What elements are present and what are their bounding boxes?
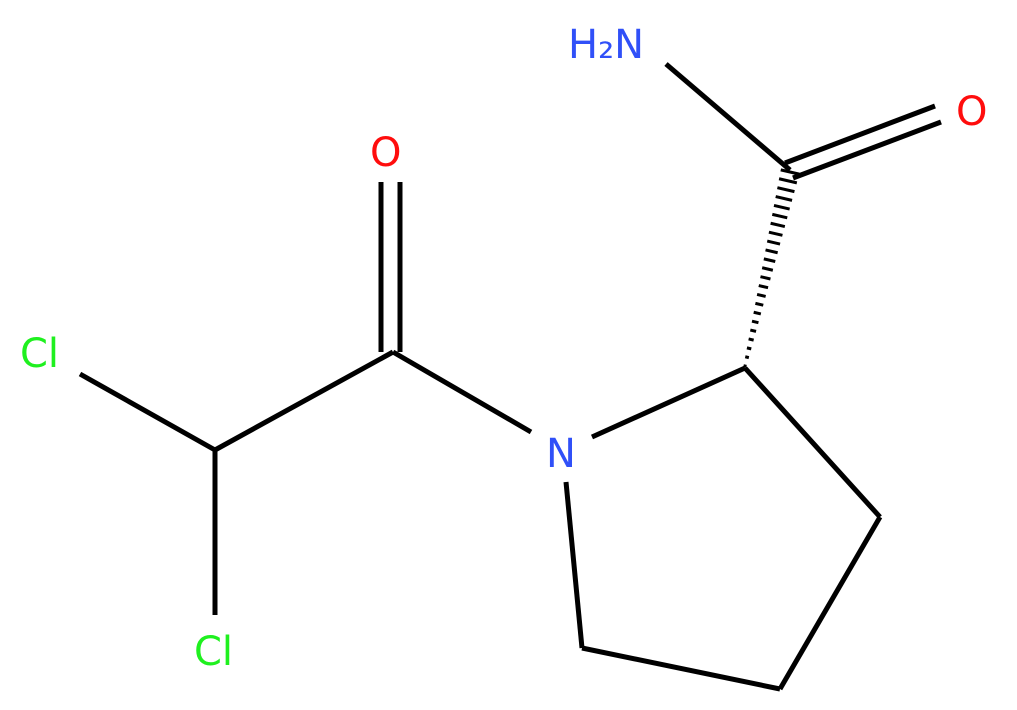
hash-stripe bbox=[780, 168, 800, 176]
hash-stripe bbox=[753, 310, 762, 316]
bond-gamma-to-delta-carbon bbox=[581, 645, 781, 692]
hash-stripe bbox=[763, 257, 776, 263]
bond-ring-n-to-acyl-carbon bbox=[391, 349, 533, 435]
hash-stripe bbox=[778, 177, 798, 185]
bond-beta-to-gamma-carbon bbox=[777, 515, 883, 691]
atom-labels: H₂N O O N Cl Cl bbox=[20, 22, 987, 675]
hash-stripe bbox=[756, 292, 766, 298]
hash-stripe bbox=[755, 301, 764, 307]
hash-stripe bbox=[751, 319, 759, 325]
bond-carbonyl-carbon-to-oxygen-a bbox=[784, 103, 936, 166]
amide-oxygen-label: O bbox=[956, 89, 987, 135]
hash-stripe bbox=[770, 221, 786, 229]
bond-acyl-carbon-to-chcl2 bbox=[213, 349, 395, 453]
hash-stripe bbox=[743, 364, 747, 368]
amide-nitrogen-label: H₂N bbox=[568, 22, 644, 68]
hash-stripe bbox=[775, 195, 793, 202]
hash-stripe bbox=[771, 212, 788, 220]
hash-stripe bbox=[766, 239, 781, 246]
chlorine-bottom-label: Cl bbox=[194, 629, 233, 675]
hash-stripe bbox=[765, 248, 778, 255]
hash-stripe bbox=[768, 230, 783, 237]
bonds bbox=[78, 62, 942, 692]
ring-nitrogen-label: N bbox=[546, 431, 576, 477]
hash-stripe bbox=[744, 355, 750, 360]
hash-stripe bbox=[760, 275, 771, 281]
hash-stripe bbox=[761, 266, 774, 272]
bond-ring-n-to-alpha-carbon bbox=[590, 365, 747, 440]
hash-stripe bbox=[773, 203, 790, 211]
bond-chcl2-to-cl-top bbox=[78, 371, 217, 453]
hash-stripe bbox=[748, 337, 754, 342]
hash-stripe bbox=[749, 328, 757, 333]
hash-stripe bbox=[777, 186, 795, 194]
bond-delta-carbon-to-ring-n bbox=[563, 481, 585, 649]
bond-hashed-stereo-wedge bbox=[743, 168, 800, 368]
hash-stripe bbox=[758, 284, 769, 290]
bond-carbonyl-carbon-to-nh2 bbox=[664, 62, 792, 172]
bond-carbonyl-carbon-to-oxygen-b bbox=[792, 119, 942, 181]
acyl-oxygen-label: O bbox=[370, 130, 401, 176]
chlorine-top-label: Cl bbox=[20, 331, 59, 377]
hash-stripe bbox=[746, 346, 752, 351]
bond-alpha-to-beta-carbon bbox=[743, 366, 882, 519]
